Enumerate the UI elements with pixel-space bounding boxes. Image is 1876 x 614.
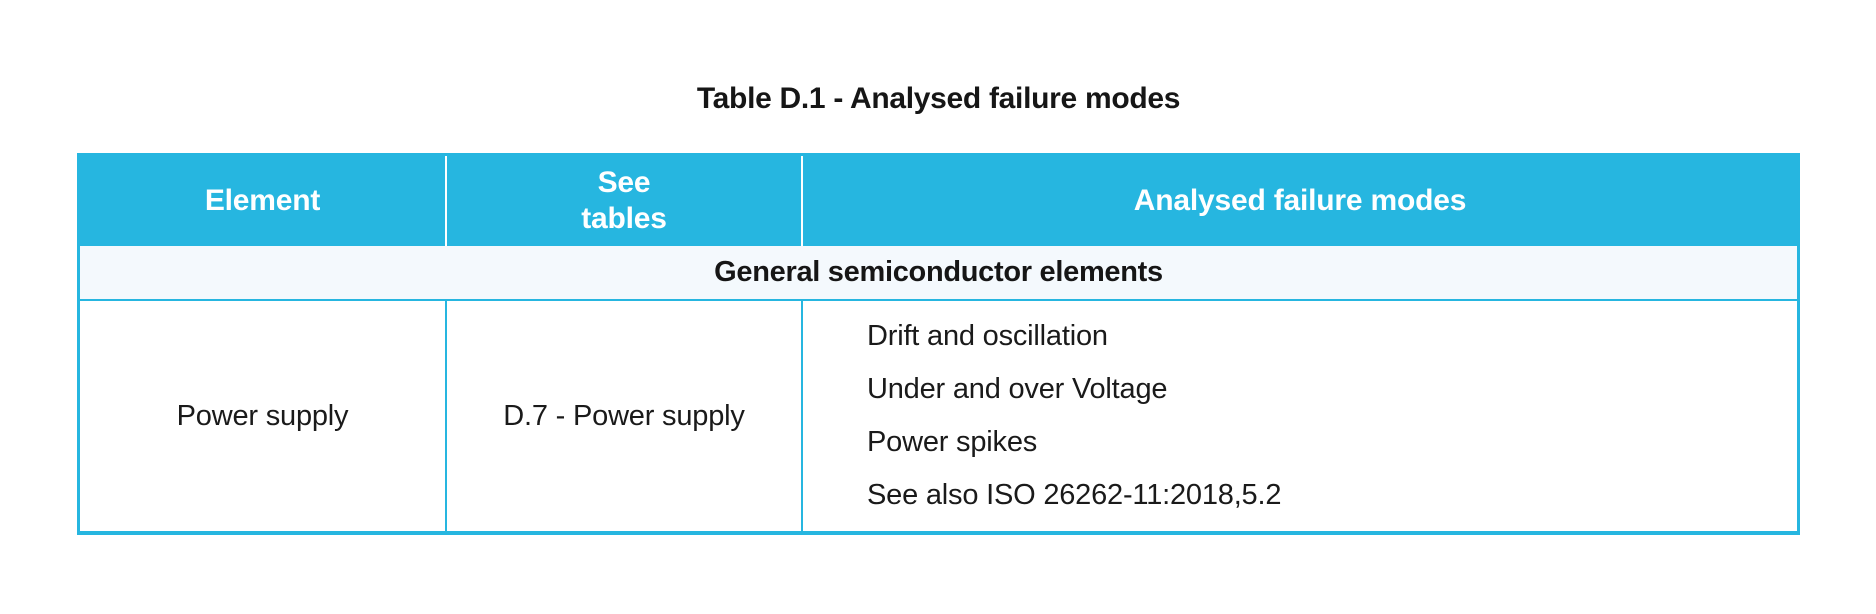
failure-mode-item: Power spikes [867, 426, 1038, 458]
cell-element: Power supply [80, 301, 447, 531]
failure-mode-item: Under and over Voltage [867, 373, 1168, 405]
section-header-general-semiconductor-elements: General semiconductor elements [80, 246, 1797, 301]
column-header-analysed-failure-modes: Analysed failure modes [1133, 184, 1467, 217]
failure-mode-item: Drift and oscillation [867, 320, 1108, 352]
column-header-see-tables: See tables [447, 156, 803, 246]
cell-see-tables: D.7 - Power supply [447, 301, 803, 531]
failure-modes-table: Element See tables Analysed failure mode… [77, 153, 1800, 535]
cell-failure-modes: Drift and oscillation Under and over Vol… [803, 301, 1797, 531]
failure-mode-item: See also ISO 26262-11:2018,5.2 [867, 479, 1282, 511]
table-caption: Table D.1 - Analysed failure modes [696, 82, 1181, 115]
table-header-row: Element See tables Analysed failure mode… [80, 156, 1797, 246]
column-header-element: Element [80, 156, 447, 246]
table-row-power-supply: Power supply D.7 - Power supply Drift an… [80, 301, 1797, 531]
